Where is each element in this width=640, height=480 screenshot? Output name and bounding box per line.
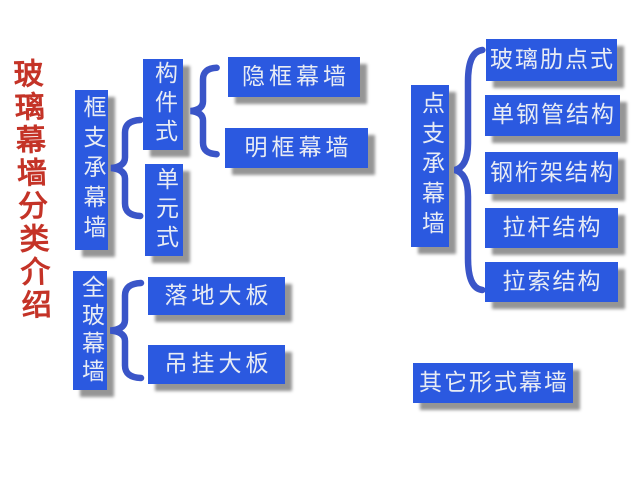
node-glass-rib-point: 玻璃肋点式 (486, 39, 617, 81)
brace-all-glass-icon (105, 281, 145, 380)
brace-point-supported-icon (450, 45, 486, 295)
node-component-type: 构件式 (143, 59, 183, 150)
node-unit-type: 单元式 (145, 164, 183, 256)
brace-frame-supported-icon (106, 118, 144, 218)
diagram-title: 玻璃幕墙分类介绍 (7, 57, 52, 323)
node-steel-truss: 钢桁架结构 (485, 152, 618, 194)
node-frame-supported: 框支承幕墙 (75, 90, 108, 250)
brace-component-type-icon (186, 66, 220, 156)
node-other-forms: 其它形式幕墙 (413, 363, 573, 403)
node-hanging-panel: 吊挂大板 (148, 345, 285, 384)
node-cable-structure: 拉索结构 (485, 262, 618, 302)
node-point-supported: 点支承幕墙 (411, 85, 449, 247)
node-exposed-frame: 明框幕墙 (225, 128, 368, 168)
node-hidden-frame: 隐框幕墙 (228, 57, 360, 97)
node-floor-panel: 落地大板 (148, 277, 285, 315)
node-tie-rod: 拉杆结构 (485, 208, 618, 248)
node-single-steel-pipe: 单钢管结构 (485, 95, 620, 136)
node-all-glass: 全玻幕墙 (73, 271, 107, 390)
